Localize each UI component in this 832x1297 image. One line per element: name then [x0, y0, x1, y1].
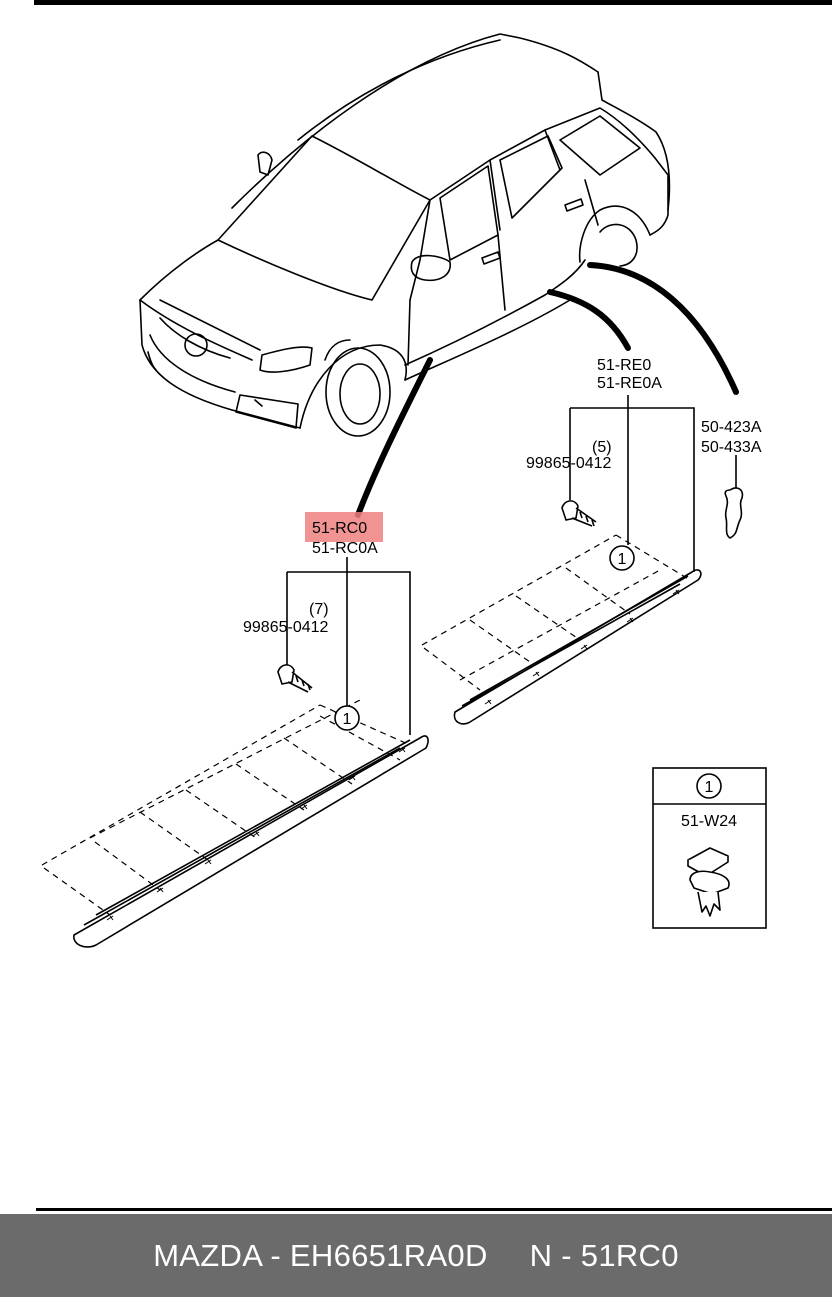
seal-label-2: 50-433A [701, 439, 762, 456]
pointer-arc-front [355, 357, 433, 518]
rear-clip-callout-circle [609, 545, 635, 571]
clip-icon [687, 847, 730, 917]
part-label-front-alt: 51-RC0A [312, 540, 378, 557]
bottom-border [36, 1208, 832, 1211]
seal-label-1: 50-423A [701, 419, 762, 436]
front-callout-bracket [286, 557, 411, 735]
clip-legend-number: 1 [705, 779, 714, 796]
pointer-arc-seal [587, 262, 739, 395]
clip-legend-part: 51-W24 [681, 813, 737, 830]
part-label-rear-alt: 51-RE0A [597, 375, 662, 392]
footer-bar: MAZDA - EH6651RA0D N - 51RC0 [0, 1214, 832, 1297]
seal-strip-icon [724, 487, 744, 539]
screw-front-label: 99865-0412 [243, 619, 329, 636]
front-sill-garnish [41, 699, 429, 948]
part-label-rear-main: 51-RE0 [597, 357, 651, 374]
front-screw-icon [277, 664, 313, 693]
clip-legend-box: 1 51-W24 [652, 767, 767, 929]
rear-clip-callout-number: 1 [618, 551, 627, 568]
screw-rear-label: 99865-0412 [526, 455, 612, 472]
top-border [34, 0, 832, 5]
pointer-arc-rear [547, 289, 631, 351]
highlight-box [305, 512, 383, 542]
front-clip-callout-number: 1 [343, 711, 352, 728]
footer-part-number: MAZDA - EH6651RA0D [153, 1237, 488, 1273]
rear-callout-bracket [569, 395, 695, 572]
part-label-front-main: 51-RC0 [312, 520, 367, 537]
front-clip-callout-circle [334, 705, 360, 731]
screw-front-qty: (7) [309, 601, 329, 618]
rear-screw-icon [561, 500, 597, 527]
screw-rear-qty: (5) [592, 439, 612, 456]
vehicle-drawing [139, 33, 671, 437]
footer-catalog-code: N - 51RC0 [529, 1237, 679, 1273]
rear-sill-garnish [421, 534, 702, 725]
